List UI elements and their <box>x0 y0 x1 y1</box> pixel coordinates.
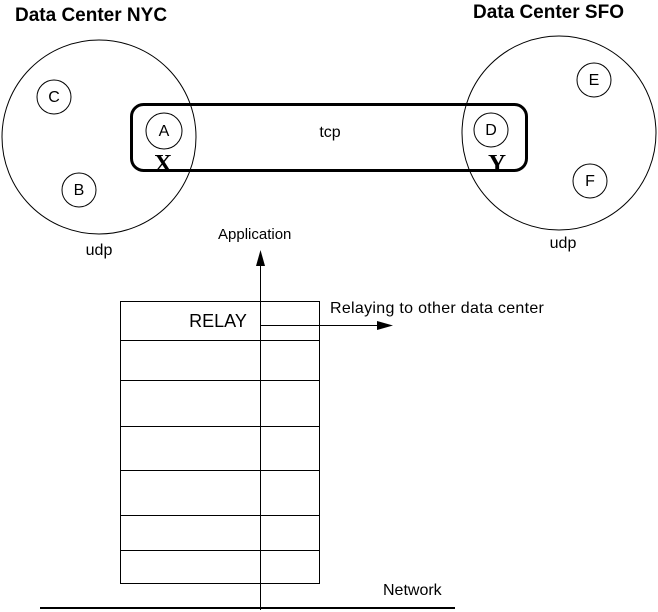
sfo-udp-cloud-circle <box>461 35 657 231</box>
relay-arrow-head <box>377 321 393 330</box>
sfo-title: Data Center SFO <box>473 2 624 23</box>
relay-row-label: RELAY <box>189 311 247 331</box>
nyc-udp-label: udp <box>85 242 113 259</box>
tcp-pipe <box>130 103 528 172</box>
node-a-circle <box>145 112 183 150</box>
relay-arrow-label: Relaying to other data center <box>330 300 545 317</box>
sfo-udp-label: udp <box>549 235 577 252</box>
node-c-circle <box>36 79 72 115</box>
node-e-circle <box>576 62 612 98</box>
protocol-stack-table <box>120 301 320 584</box>
tcp-label: tcp <box>319 124 341 141</box>
gateway-y-label: Y <box>487 150 507 178</box>
node-f-circle <box>572 163 608 199</box>
application-label: Application <box>218 226 292 243</box>
node-b-label: B <box>73 182 85 199</box>
nyc-udp-cloud-circle <box>1 39 197 235</box>
node-d-circle <box>473 112 509 148</box>
nyc-title: Data Center NYC <box>15 5 168 26</box>
application-arrow-head <box>256 250 265 266</box>
node-d-label: D <box>485 122 497 139</box>
node-a-label: A <box>158 123 170 140</box>
network-label: Network <box>383 582 442 599</box>
node-e-label: E <box>588 72 600 89</box>
node-c-label: C <box>48 89 60 106</box>
node-b-circle <box>61 172 97 208</box>
gateway-x-label: X <box>153 150 173 178</box>
node-f-label: F <box>585 173 595 190</box>
